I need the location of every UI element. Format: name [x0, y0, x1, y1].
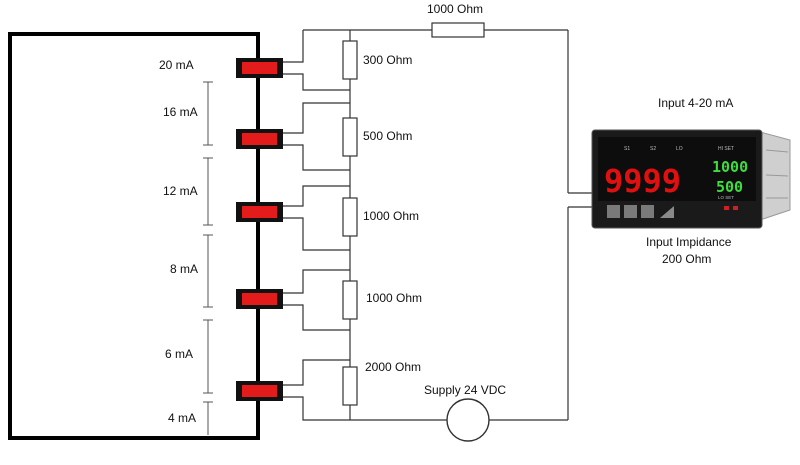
meter-main-display: 9999 [604, 162, 681, 200]
current-label-16ma: 16 mA [163, 105, 198, 119]
resistor-2000 [342, 366, 358, 406]
current-label-12ma: 12 mA [163, 184, 198, 198]
resistor-label-300: 300 Ohm [363, 53, 412, 67]
meter-button-2[interactable] [624, 205, 637, 218]
current-scale [203, 81, 213, 435]
meter-lower-display: 500 [716, 178, 743, 196]
meter-label-loset: LO SET [718, 195, 734, 200]
meter-label-s1: S1 [624, 146, 630, 152]
meter-upper-display: 1000 [712, 158, 748, 176]
meter-indicator-2 [733, 206, 738, 210]
resistor-1000-a [342, 197, 358, 237]
current-label-6ma: 6 mA [165, 347, 193, 361]
selector-box [8, 32, 260, 440]
panel-meter: S1 S2 LO HI SET 9999 1000 500 LO SET [591, 129, 791, 229]
supply-label: Supply 24 VDC [424, 383, 506, 397]
current-label-4ma: 4 mA [168, 411, 196, 425]
switch-12ma[interactable] [236, 202, 283, 222]
switch-20ma[interactable] [236, 58, 283, 78]
resistor-1000-b [342, 280, 358, 320]
meter-button-3[interactable] [641, 205, 654, 218]
switch-4ma[interactable] [236, 381, 283, 401]
meter-label-hiset: HI SET [718, 146, 734, 152]
resistor-top-1000 [431, 22, 485, 38]
meter-button-4[interactable] [660, 206, 674, 218]
meter-indicator-1 [724, 206, 729, 210]
resistor-label-1000-b: 1000 Ohm [366, 291, 422, 305]
resistor-label-500: 500 Ohm [363, 129, 412, 143]
current-label-20ma: 20 mA [159, 58, 194, 72]
supply-source-icon [446, 398, 490, 442]
resistor-500 [342, 117, 358, 157]
meter-title: Input 4-20 mA [658, 96, 733, 110]
meter-label-s2: S2 [650, 146, 656, 152]
wiring [283, 29, 592, 421]
meter-label-lo: LO [676, 146, 683, 152]
meter-button-1[interactable] [607, 205, 620, 218]
switch-16ma[interactable] [236, 129, 283, 149]
meter-impedance-line1: Input Impidance [646, 235, 732, 249]
current-label-8ma: 8 mA [170, 262, 198, 276]
resistor-300 [342, 40, 358, 80]
meter-impedance-line2: 200 Ohm [662, 252, 711, 266]
switches [236, 34, 283, 438]
resistor-label-2000: 2000 Ohm [365, 360, 421, 374]
switch-8ma[interactable] [236, 289, 283, 309]
resistor-top-label: 1000 Ohm [427, 2, 483, 16]
resistor-label-1000-a: 1000 Ohm [363, 209, 419, 223]
